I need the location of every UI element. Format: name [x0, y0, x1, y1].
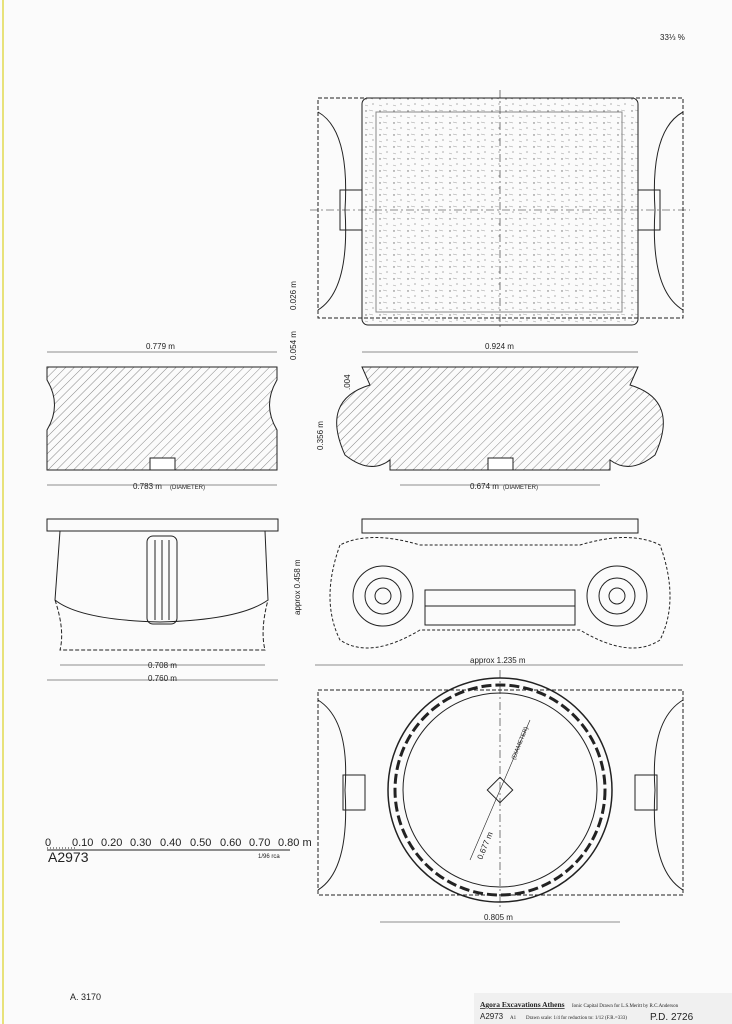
- dim-elevation-height: approx 0.458 m: [293, 559, 302, 615]
- title-description: Ionic Capital Drawn for L.S.Meritt by R.…: [572, 1004, 679, 1009]
- scale-bar: [47, 847, 290, 851]
- title-block: Agora Excavations Athens Ionic Capital D…: [474, 993, 732, 1024]
- corner-note: 33⅓ %: [660, 33, 685, 42]
- dim-right-diameter: 0.674 m: [470, 482, 499, 491]
- section-right: [336, 351, 664, 486]
- catalog-number: A2973: [48, 849, 89, 865]
- scale-tick-1: 0.10: [72, 837, 93, 849]
- dim-left-diameter-tag: (DIAMETER): [170, 485, 205, 491]
- dim-section-height: 0.356 m: [316, 421, 325, 450]
- dim-small-offset: .004: [343, 374, 352, 390]
- scale-tick-7: 0.70: [249, 837, 270, 849]
- dim-bottom-diameter: 0.677 m: [476, 830, 495, 860]
- scale-tick-5: 0.50: [190, 837, 211, 849]
- dim-volute-width: approx 1.235 m: [470, 656, 526, 665]
- dim-left-diameter: 0.783 m: [133, 482, 162, 491]
- title-scale-note: Drawn scale: 1/4 for reduction to: 1/12 …: [526, 1016, 627, 1021]
- dim-abacus-height: 0.054 m: [289, 331, 298, 360]
- scale-tick-8: 0.80 m: [278, 837, 312, 849]
- scale-tick-3: 0.30: [130, 837, 151, 849]
- scale-ratio-note: 1/96 rca: [258, 854, 280, 860]
- dim-bottom-diameter-tag: (DIAMETER): [511, 726, 530, 761]
- dim-bottom-width: 0.805 m: [484, 913, 513, 922]
- dim-elevation-inner: 0.708 m: [148, 661, 177, 670]
- archive-number: A. 3170: [70, 992, 101, 1002]
- bottom-plan-view: [317, 670, 684, 923]
- top-plan-view: [310, 90, 690, 330]
- side-elevation: [46, 518, 279, 681]
- dim-section-right-width: 0.924 m: [485, 342, 514, 351]
- title-institution: Agora Excavations Athens: [480, 1000, 565, 1009]
- scale-tick-6: 0.60: [220, 837, 241, 849]
- scale-tick-4: 0.40: [160, 837, 181, 849]
- title-sheet: A1: [510, 1016, 517, 1021]
- scale-tick-0: 0: [45, 837, 51, 849]
- dim-top-gap: 0.026 m: [289, 281, 298, 310]
- title-number: A2973: [480, 1012, 504, 1021]
- dim-elevation-outer: 0.760 m: [148, 674, 177, 683]
- front-volute-elevation: [315, 518, 683, 666]
- title-pd-number: P.D. 2726: [650, 1012, 694, 1023]
- dim-section-left-width: 0.779 m: [146, 342, 175, 351]
- section-left: [46, 351, 278, 486]
- scale-tick-2: 0.20: [101, 837, 122, 849]
- dim-right-diameter-tag: (DIAMETER): [503, 485, 538, 491]
